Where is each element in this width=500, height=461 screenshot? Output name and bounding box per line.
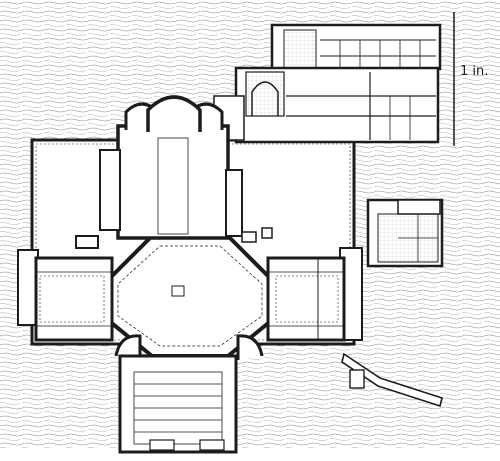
north-chancel (99, 95, 243, 240)
west-arm (34, 256, 114, 342)
narthex-stairs (134, 383, 222, 433)
east-arm (266, 256, 346, 342)
east-rooms (366, 198, 444, 268)
south-east-wall (341, 352, 443, 408)
south-narthex (114, 334, 264, 454)
scale-bar-label: 1 in. (460, 64, 489, 79)
side-altars (75, 227, 273, 249)
north-east-buildings (213, 23, 442, 144)
